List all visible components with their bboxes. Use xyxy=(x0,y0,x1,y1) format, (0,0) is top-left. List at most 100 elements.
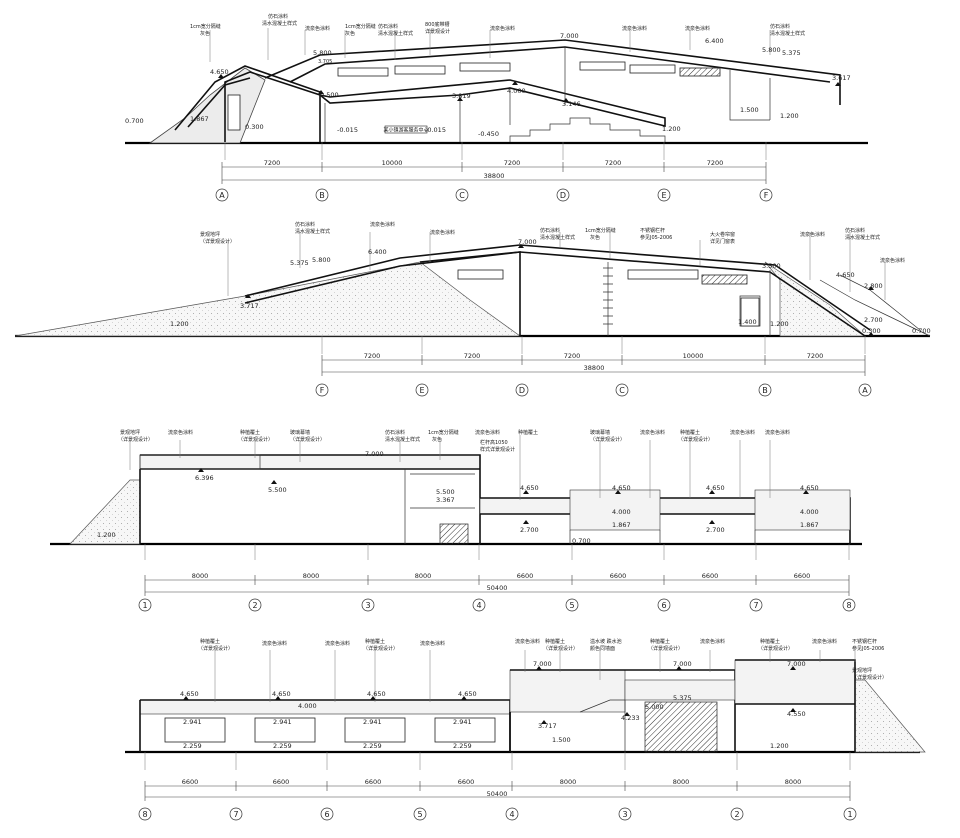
svg-text:3.617: 3.617 xyxy=(832,74,851,82)
svg-text:7200: 7200 xyxy=(605,159,622,167)
svg-text:2.259: 2.259 xyxy=(363,742,382,750)
court-1 xyxy=(569,489,661,531)
svg-text:（详景观设计）: （详景观设计） xyxy=(852,674,887,681)
svg-text:6.400: 6.400 xyxy=(705,37,724,45)
dimensions-elev1: 7200 10000 7200 7200 7200 38800 xyxy=(221,159,767,184)
svg-text:4.650: 4.650 xyxy=(800,484,819,492)
svg-text:3.500: 3.500 xyxy=(762,262,781,270)
svg-text:-0.015: -0.015 xyxy=(337,126,358,134)
svg-text:流泉色涂料: 流泉色涂料 xyxy=(685,25,710,32)
roof-parapet-upper xyxy=(139,454,481,470)
svg-text:（详景观设计）: （详景观设计） xyxy=(200,238,235,245)
svg-text:流泉色涂料: 流泉色涂料 xyxy=(765,429,790,436)
svg-text:仿石涂料: 仿石涂料 xyxy=(295,221,315,228)
svg-text:6600: 6600 xyxy=(610,572,627,580)
svg-text:2.800: 2.800 xyxy=(864,282,883,290)
roof-main-inner xyxy=(289,46,831,83)
dimensions-elev3: 8000 8000 8000 6600 6600 6600 6600 50400 xyxy=(144,572,850,596)
svg-text:流泉色涂料: 流泉色涂料 xyxy=(880,257,905,264)
svg-text:种植覆土: 种植覆土 xyxy=(518,429,538,436)
svg-text:（详景观设计）: （详景观设计） xyxy=(758,645,793,652)
elevation-4: 种植覆土 （详景观设计） 流泉色涂料 流泉色涂料 种植覆土 （详景观设计） 流泉… xyxy=(125,638,926,821)
svg-text:5.800: 5.800 xyxy=(313,49,332,57)
svg-text:流泉色涂料: 流泉色涂料 xyxy=(515,638,540,645)
svg-text:3: 3 xyxy=(365,601,370,610)
svg-text:4.650: 4.650 xyxy=(180,690,199,698)
entry-door-elev3 xyxy=(439,523,469,545)
svg-text:3: 3 xyxy=(622,810,627,819)
levels-elev2: 3.717 5.375 5.800 6.400 7.000 3.500 4.65… xyxy=(170,238,931,336)
svg-text:种植覆土: 种植覆土 xyxy=(650,638,670,645)
svg-text:6600: 6600 xyxy=(517,572,534,580)
svg-text:4.650: 4.650 xyxy=(367,690,386,698)
svg-text:50400: 50400 xyxy=(487,584,508,592)
svg-text:8000: 8000 xyxy=(192,572,209,580)
svg-text:栏杆高1050: 栏杆高1050 xyxy=(480,439,508,446)
svg-text:-0.450: -0.450 xyxy=(478,130,499,138)
volume-mid xyxy=(419,251,521,336)
svg-text:1.500: 1.500 xyxy=(552,736,571,744)
svg-text:（详景观设计）: （详景观设计） xyxy=(198,645,233,652)
svg-text:5.375: 5.375 xyxy=(782,49,801,57)
svg-text:8000: 8000 xyxy=(560,778,577,786)
svg-text:6.400: 6.400 xyxy=(368,248,387,256)
svg-text:7.000: 7.000 xyxy=(787,660,806,668)
svg-text:4.650: 4.650 xyxy=(458,690,477,698)
svg-text:6600: 6600 xyxy=(273,778,290,786)
svg-text:不锈钢栏杆: 不锈钢栏杆 xyxy=(852,638,877,645)
svg-text:38800: 38800 xyxy=(584,364,605,372)
svg-text:4: 4 xyxy=(509,810,514,819)
door-right-elev2 xyxy=(740,297,760,327)
roof-cap xyxy=(139,454,261,470)
svg-text:D: D xyxy=(560,191,566,200)
svg-text:玻璃幕墙: 玻璃幕墙 xyxy=(590,429,610,436)
svg-text:4.000: 4.000 xyxy=(298,702,317,710)
svg-text:8: 8 xyxy=(846,601,851,610)
svg-text:1.867: 1.867 xyxy=(800,521,819,529)
svg-text:流泉色涂料: 流泉色涂料 xyxy=(262,640,287,647)
elevation-3: 景观地坪 （详景观设计） 流泉色涂料 种植覆土 （详景观设计） 玻璃幕墙 （详景… xyxy=(50,429,862,612)
svg-text:1.200: 1.200 xyxy=(770,742,789,750)
svg-text:流泉色涂料: 流泉色涂料 xyxy=(420,640,445,647)
svg-text:7200: 7200 xyxy=(707,159,724,167)
svg-text:2.700: 2.700 xyxy=(520,526,539,534)
berm-right xyxy=(854,679,926,753)
svg-text:10000: 10000 xyxy=(683,352,704,360)
stairs-elev1 xyxy=(509,117,666,142)
svg-text:（详景观设计）: （详景观设计） xyxy=(118,436,153,443)
planting-strip-elev4 xyxy=(139,699,511,715)
svg-text:4.650: 4.650 xyxy=(210,68,229,76)
svg-text:（详景观设计）: （详景观设计） xyxy=(648,645,683,652)
svg-text:（详景观设计）: （详景观设计） xyxy=(238,436,273,443)
window-boxes-elev4 xyxy=(164,717,496,743)
svg-text:3.819: 3.819 xyxy=(452,92,471,100)
court-2 xyxy=(754,489,851,531)
svg-text:流泉色涂料: 流泉色涂料 xyxy=(640,429,665,436)
svg-text:0.700: 0.700 xyxy=(572,537,591,545)
svg-text:（详景观设计）: （详景观设计） xyxy=(290,436,325,443)
levels-elev4: 4.650 4.650 4.650 4.650 4.000 2.941 2.94… xyxy=(180,660,806,750)
svg-text:景观地坪: 景观地坪 xyxy=(852,667,872,674)
svg-text:种植覆土: 种植覆土 xyxy=(680,429,700,436)
svg-text:E: E xyxy=(419,386,424,395)
svg-text:流泉色涂料: 流泉色涂料 xyxy=(700,638,725,645)
svg-text:流泉色涂料: 流泉色涂料 xyxy=(430,229,455,236)
roof-slab-lower xyxy=(319,79,666,128)
svg-text:流泉色涂料: 流泉色涂料 xyxy=(325,640,350,647)
svg-text:38800: 38800 xyxy=(484,172,505,180)
svg-text:（详景观设计）: （详景观设计） xyxy=(590,436,625,443)
svg-text:4.000: 4.000 xyxy=(800,508,819,516)
door-left xyxy=(227,94,241,131)
svg-text:10000: 10000 xyxy=(382,159,403,167)
svg-text:种植覆土: 种植覆土 xyxy=(365,638,385,645)
svg-text:种植覆土: 种植覆土 xyxy=(200,638,220,645)
svg-text:清水混凝土样式: 清水混凝土样式 xyxy=(385,436,420,443)
svg-text:1: 1 xyxy=(847,810,852,819)
svg-text:1.500: 1.500 xyxy=(740,106,759,114)
svg-text:种植覆土: 种植覆土 xyxy=(545,638,565,645)
volume-upper xyxy=(139,454,481,544)
svg-text:5.500: 5.500 xyxy=(268,486,287,494)
svg-text:B: B xyxy=(319,191,325,200)
svg-text:清水混凝土样式: 清水混凝土样式 xyxy=(262,20,297,27)
